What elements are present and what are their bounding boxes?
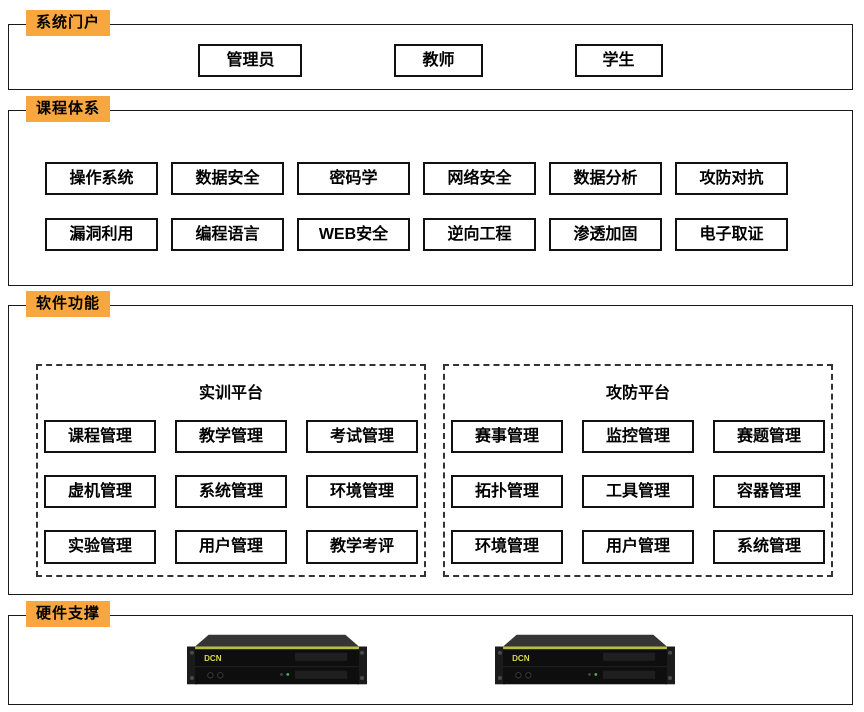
platform-training-row-2: 虚机管理 系统管理 环境管理 — [38, 475, 424, 509]
section-software-label: 软件功能 — [26, 291, 111, 318]
course-item: 编程语言 — [171, 218, 284, 252]
server-brand-text: DCN — [512, 654, 530, 663]
section-hardware: 硬件支撑 DCN — [8, 601, 853, 705]
mgmt-item: 考试管理 — [306, 420, 418, 454]
mgmt-item: 容器管理 — [713, 475, 825, 509]
course-item: 操作系统 — [45, 162, 158, 196]
portal-item-admin: 管理员 — [198, 44, 303, 78]
mgmt-item: 赛题管理 — [713, 420, 825, 454]
course-item: 密码学 — [297, 162, 410, 196]
mgmt-item: 用户管理 — [582, 530, 694, 564]
section-courses-label: 课程体系 — [26, 96, 111, 123]
mgmt-item: 教学管理 — [175, 420, 287, 454]
course-item: 渗透加固 — [549, 218, 662, 252]
mgmt-item: 虚机管理 — [44, 475, 156, 509]
course-item: 漏洞利用 — [45, 218, 158, 252]
mgmt-item: 实验管理 — [44, 530, 156, 564]
platform-ad-row-1: 赛事管理 监控管理 赛题管理 — [445, 420, 831, 454]
portal-item-teacher: 教师 — [394, 44, 483, 78]
server-brand-text: DCN — [204, 654, 222, 663]
course-row-2: 漏洞利用 编程语言 WEB安全 逆向工程 渗透加固 电子取证 — [45, 218, 852, 252]
platform-ad-row-2: 拓扑管理 工具管理 容器管理 — [445, 475, 831, 509]
course-item: 攻防对抗 — [675, 162, 788, 196]
mgmt-item: 监控管理 — [582, 420, 694, 454]
section-portal: 系统门户 管理员 教师 学生 — [8, 10, 853, 90]
mgmt-item: 系统管理 — [713, 530, 825, 564]
rack-server-image: DCN — [186, 632, 367, 690]
course-item: 电子取证 — [675, 218, 788, 252]
platforms-row: 实训平台 课程管理 教学管理 考试管理 虚机管理 系统管理 环境管理 实验管理 … — [36, 364, 852, 577]
mgmt-item: 赛事管理 — [451, 420, 563, 454]
mgmt-item: 用户管理 — [175, 530, 287, 564]
platform-training-title: 实训平台 — [198, 385, 263, 402]
portal-item-student: 学生 — [574, 44, 663, 78]
mgmt-item: 拓扑管理 — [451, 475, 563, 509]
mgmt-item: 环境管理 — [451, 530, 563, 564]
platform-ad-row-3: 环境管理 用户管理 系统管理 — [445, 530, 831, 564]
mgmt-item: 系统管理 — [175, 475, 287, 509]
mgmt-item: 环境管理 — [306, 475, 418, 509]
course-item: 网络安全 — [423, 162, 536, 196]
platform-attack-defense: 攻防平台 赛事管理 监控管理 赛题管理 拓扑管理 工具管理 容器管理 环境管理 … — [443, 364, 833, 577]
course-item: 数据分析 — [549, 162, 662, 196]
platform-attack-defense-title: 攻防平台 — [605, 385, 670, 402]
course-item: WEB安全 — [297, 218, 410, 252]
section-hardware-label: 硬件支撑 — [26, 601, 111, 628]
section-courses: 课程体系 操作系统 数据安全 密码学 网络安全 数据分析 攻防对抗 漏洞利用 编… — [8, 96, 853, 286]
platform-training-row-1: 课程管理 教学管理 考试管理 — [38, 420, 424, 454]
mgmt-item: 教学考评 — [306, 530, 418, 564]
platform-training-row-3: 实验管理 用户管理 教学考评 — [38, 530, 424, 564]
course-row-1: 操作系统 数据安全 密码学 网络安全 数据分析 攻防对抗 — [45, 162, 852, 196]
platform-training: 实训平台 课程管理 教学管理 考试管理 虚机管理 系统管理 环境管理 实验管理 … — [36, 364, 426, 577]
course-item: 逆向工程 — [423, 218, 536, 252]
mgmt-item: 工具管理 — [582, 475, 694, 509]
section-portal-label: 系统门户 — [26, 10, 111, 37]
portal-row: 管理员 教师 学生 — [9, 44, 852, 78]
course-item: 数据安全 — [171, 162, 284, 196]
section-software: 软件功能 实训平台 课程管理 教学管理 考试管理 虚机管理 系统管理 环境管理 … — [8, 291, 853, 595]
servers-row: DCN — [9, 632, 852, 690]
rack-server-image: DCN — [494, 632, 675, 690]
mgmt-item: 课程管理 — [44, 420, 156, 454]
